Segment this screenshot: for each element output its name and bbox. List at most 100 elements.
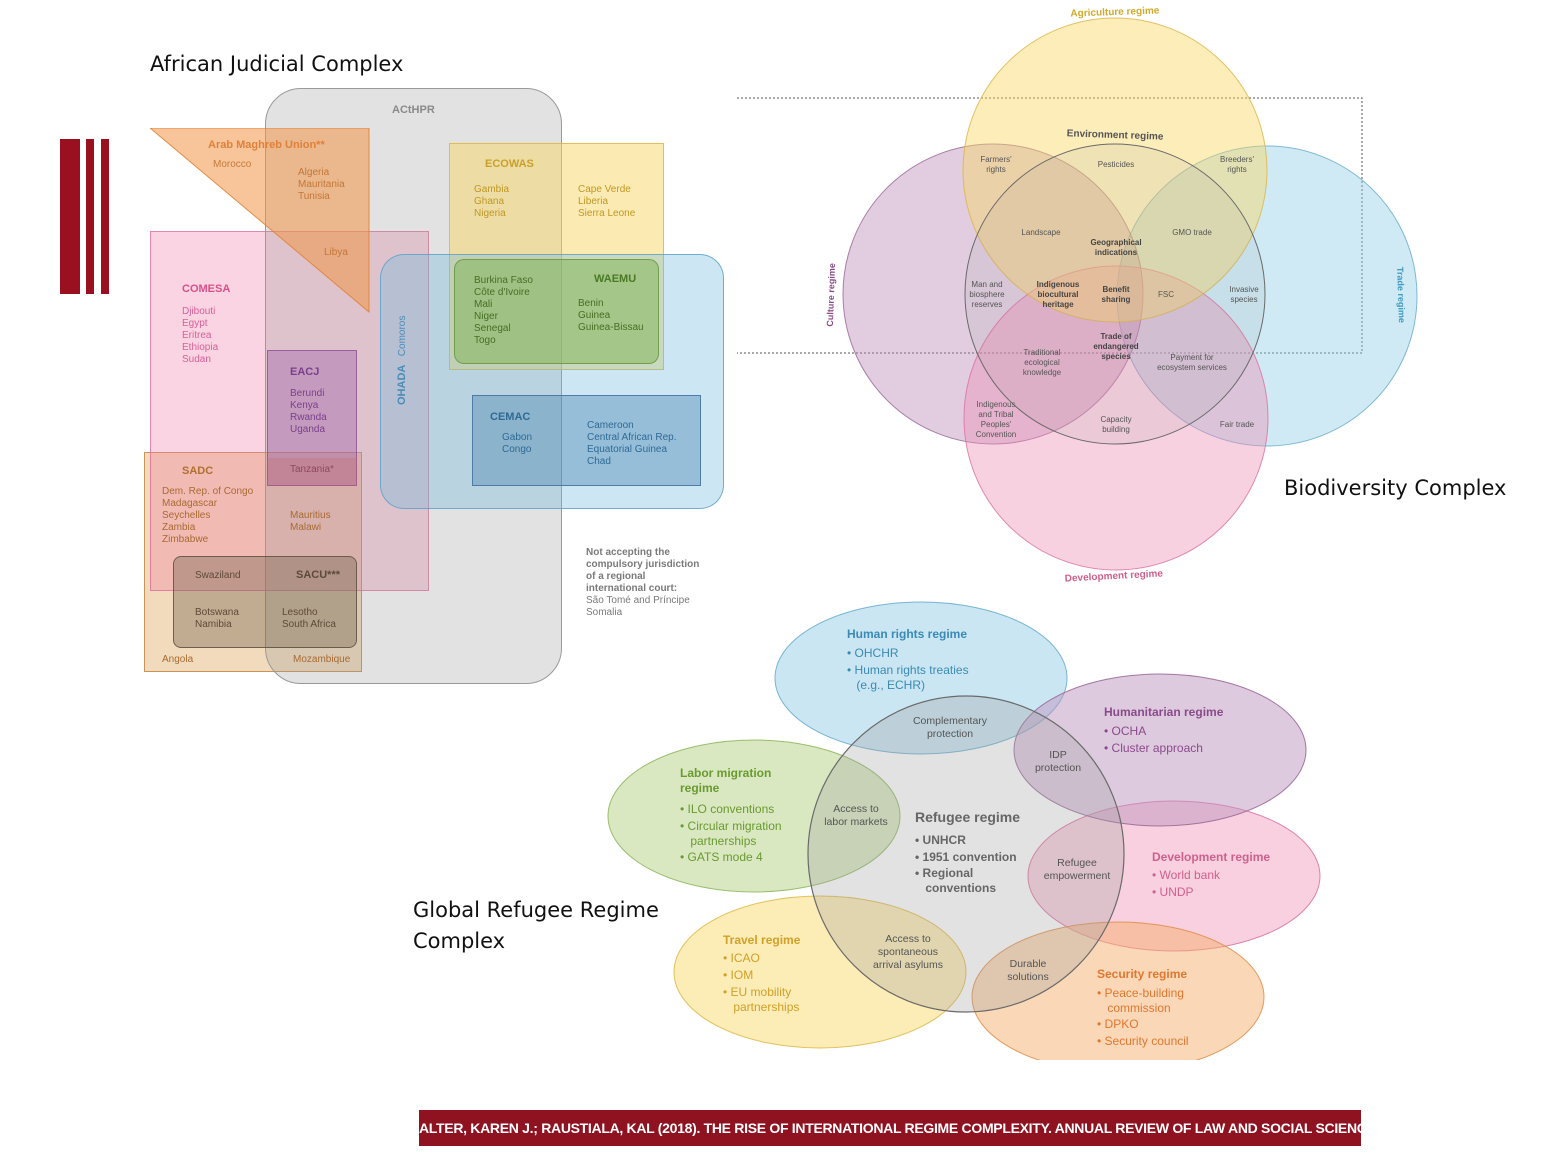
comesa-member: Djibouti [182,306,216,317]
ecowas-box [449,143,664,370]
human-rights-ellipse [774,601,1068,755]
waemu-title: WAEMU [594,273,637,285]
development-title: Development regime [1152,850,1270,864]
ohada-label: OHADA Comoros [392,316,410,405]
sadc-member: Seychelles [162,510,211,521]
humanitarian-ellipse [1013,673,1307,827]
sadc-member: Zambia [162,522,196,533]
human-rights-title: Human rights regime [847,627,967,641]
ohada-box [380,254,724,509]
amu-triangle [150,128,370,313]
ecowas-member: Nigeria [474,208,506,219]
sacu-member: Botswana [195,607,239,618]
refugee-ellipse [807,695,1125,1013]
refugee-heading-1: Global Refugee Regime [413,898,659,922]
eacj-list: Berundi Kenya Rwanda Uganda [290,388,327,436]
ohada-title: OHADA [396,364,408,405]
sacu-swaziland: Swaziland [195,570,241,581]
tanzania-box [267,458,357,486]
sadc-middle-list: Mauritius Malawi [290,510,331,534]
comesa-list: Djibouti Egypt Eritrea Ethiopia Sudan [182,306,218,366]
amu-member: Tunisia [298,191,330,202]
refugee-diagram: Human rights regime Humanitarian regime … [607,601,1321,1060]
amu-libya: Libya [324,247,348,258]
label-breeders: Breeders'rights [1220,155,1254,174]
bar-2 [86,139,94,294]
trade-circle [1116,145,1418,447]
culture-circle [842,143,1144,445]
comesa-member: Egypt [182,318,208,329]
cemac-member: Cameroon [587,420,634,431]
not-accepting-note: Not accepting the compulsory jurisdictio… [586,547,699,619]
environment-label: Environment regime [1067,128,1164,142]
sadc-angola: Angola [162,654,194,665]
amu-member: Algeria [298,167,330,178]
environment-circle [964,143,1266,445]
trade-label: Trade regime [1395,267,1407,323]
waemu-member: Burkina Faso [474,275,533,286]
biodiversity-heading: Biodiversity Complex [1284,476,1507,500]
note-line: international court: [586,583,678,594]
ecowas-member: Sierra Leone [578,208,636,219]
cemac-member: Chad [587,456,611,467]
comesa-member: Sudan [182,354,211,365]
eacj-member: Rwanda [290,412,327,423]
cemac-right-list: Cameroon Central African Rep. Equatorial… [587,420,677,468]
labor-items: • ILO conventions• Circular migration pa… [680,802,782,864]
cemac-box [472,395,701,486]
sadc-member: Mauritius [290,510,331,521]
amu-inner-list: Algeria Mauritania Tunisia [298,167,345,203]
ecowas-left-list: Gambia Ghana Nigeria [474,184,509,220]
note-line: Somalia [586,607,623,618]
waemu-member: Mali [474,299,493,310]
sadc-member: Madagascar [162,498,218,509]
refugee-title: Refugee regime [915,809,1020,825]
sacu-box [173,556,357,648]
waemu-box [454,259,659,364]
amu-morocco: Morocco [213,159,252,170]
sacu-member: Namibia [195,619,232,630]
refugee-regime-titles: Human rights regime Humanitarian regime … [680,627,1270,981]
agriculture-circle [962,17,1268,323]
eacj-member: Uganda [290,424,326,435]
label-gmo: GMO trade [1172,228,1212,237]
note-line: compulsory jurisdiction [586,559,700,570]
waemu-member: Senegal [474,323,511,334]
agriculture-label: Agriculture regime [1070,5,1160,19]
citation-banner: ALTER, KAREN J.; RAUSTIALA, KAL (2018). … [419,1110,1361,1146]
african-heading: African Judicial Complex [150,52,404,76]
sadc-member: Zimbabwe [162,534,209,545]
humanitarian-title: Humanitarian regime [1104,705,1224,719]
travel-title: Travel regime [723,933,801,947]
cemac-title: CEMAC [490,411,531,423]
waemu-member: Côte d'Ivoire [474,287,530,298]
waemu-member: Togo [474,335,496,346]
sadc-list: Dem. Rep. of Congo Madagascar Seychelles… [162,486,253,546]
ecowas-right-list: Cape Verde Liberia Sierra Leone [578,184,635,220]
cemac-left-list: Gabon Congo [502,432,532,456]
label-fair: Fair trade [1220,420,1255,429]
cemac-member: Central African Rep. [587,432,677,443]
ecowas-member: Ghana [474,196,505,207]
refugee-regime-items: • OHCHR• Human rights treaties (e.g., EC… [680,646,1221,1048]
waemu-member: Guinea-Bissau [578,322,644,333]
travel-ellipse [673,895,967,1049]
security-title: Security regime [1097,967,1187,981]
sadc-member: Dem. Rep. of Congo [162,486,254,497]
waemu-member: Benin [578,298,604,309]
ecowas-member: Liberia [578,196,609,207]
sadc-member: Malawi [290,522,322,533]
refugee-heading-2: Complex [413,929,506,953]
sacu-member: South Africa [282,619,336,630]
eacj-member: Kenya [290,400,319,411]
waemu-right-list: Benin Guinea Guinea-Bissau [578,298,644,334]
